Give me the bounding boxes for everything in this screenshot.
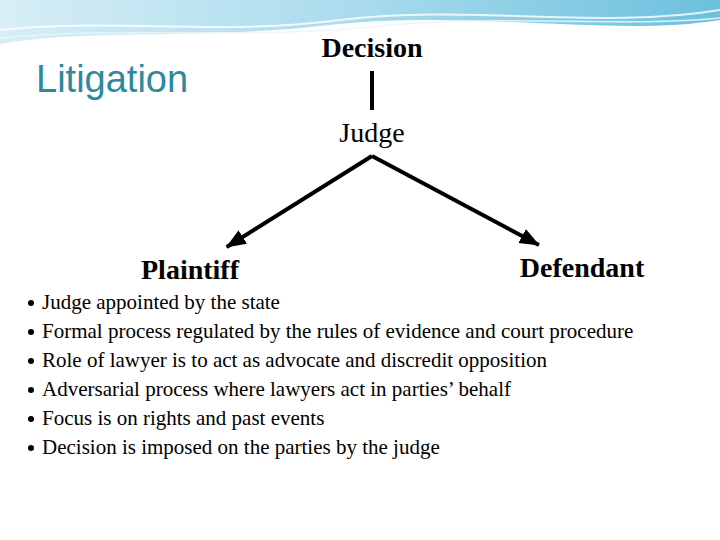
bullet-text: Decision is imposed on the parties by th… — [42, 435, 440, 459]
node-text: Defendant — [520, 252, 644, 284]
party-label: Plaintiff — [136, 252, 244, 288]
bullet-text: Judge appointed by the state — [42, 290, 280, 314]
node-text: Decision — [321, 32, 422, 64]
bullet-item: Focus is on rights and past events — [24, 406, 674, 430]
connector — [227, 156, 372, 247]
bullet-text: Formal process regulated by the rules of… — [42, 319, 633, 343]
bullet-item: Role of lawyer is to act as advocate and… — [24, 348, 674, 372]
party-label: Decision — [316, 30, 427, 66]
connector — [372, 156, 539, 245]
bullet-item: Judge appointed by the state — [24, 290, 674, 314]
bullet-text: Role of lawyer is to act as advocate and… — [42, 348, 547, 372]
bullet-item: Formal process regulated by the rules of… — [24, 319, 674, 343]
bullet-text: Focus is on rights and past events — [42, 406, 324, 430]
bullet-dot — [28, 329, 34, 335]
party-label: Judge — [334, 115, 409, 151]
bullet-dot — [28, 358, 34, 364]
node-text: Plaintiff — [141, 254, 239, 286]
bullet-dot — [28, 300, 34, 306]
bullet-item: Decision is imposed on the parties by th… — [24, 435, 674, 459]
slide-title: Litigation — [36, 58, 188, 101]
node-text: Judge — [339, 117, 404, 149]
party-label: Defendant — [515, 250, 649, 286]
bullet-list: Judge appointed by the stateFormal proce… — [24, 290, 674, 464]
bullet-dot — [28, 387, 34, 393]
bullet-dot — [28, 445, 34, 451]
bullet-dot — [28, 416, 34, 422]
bullet-item: Adversarial process where lawyers act in… — [24, 377, 674, 401]
connector — [370, 71, 374, 110]
header-wave-line — [0, 10, 720, 30]
bullet-text: Adversarial process where lawyers act in… — [42, 377, 511, 401]
